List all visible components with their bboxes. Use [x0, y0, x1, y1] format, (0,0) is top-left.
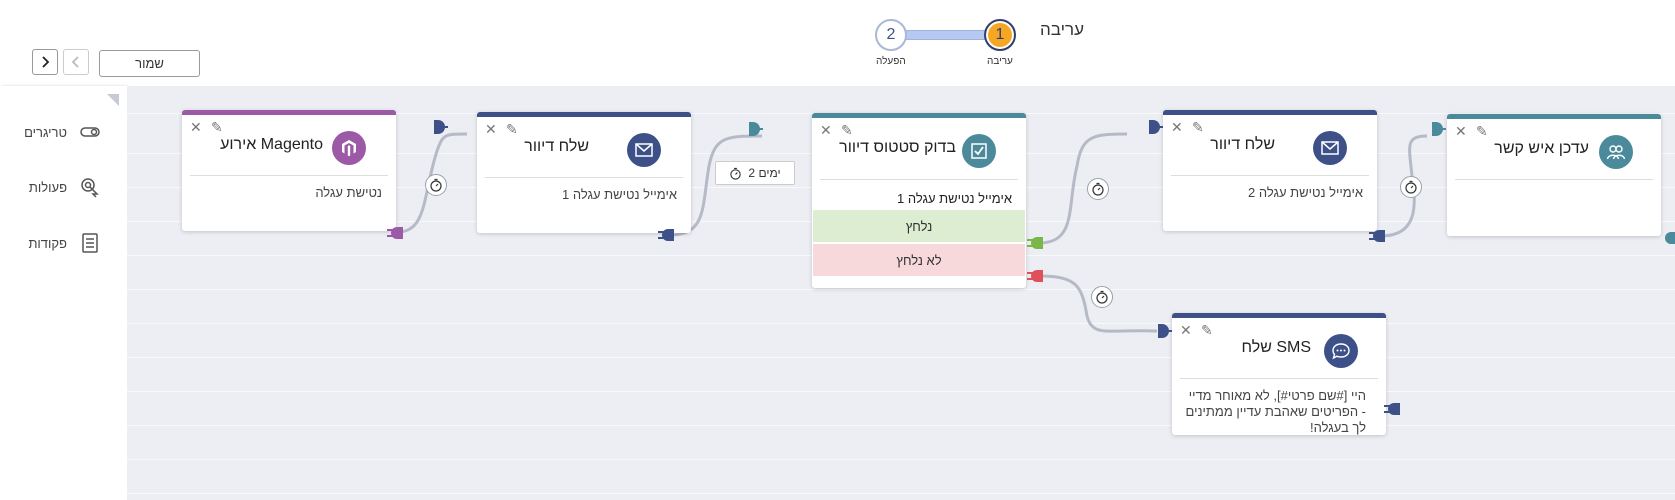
node-send-mail-1[interactable]: ✕ ✎ שלח דיוור אימייל נטישת עגלה 1	[477, 112, 691, 233]
input-plug-icon[interactable]	[1430, 121, 1446, 137]
input-plug-icon[interactable]	[1147, 119, 1163, 135]
close-icon[interactable]: ✕	[485, 121, 497, 137]
delay-duration-badge[interactable]: 2 ימים	[715, 161, 795, 185]
chevron-right-icon	[42, 56, 50, 68]
header-bar: עריבה 2 1 הפעלה עריבה שמור	[0, 0, 1675, 86]
wizard-step-1[interactable]: 1	[984, 19, 1016, 51]
wizard-step-2[interactable]: 2	[875, 19, 907, 51]
checklist-icon	[82, 233, 98, 253]
edit-pencil-icon[interactable]: ✎	[506, 121, 518, 137]
sidebar-item-commands[interactable]: פקודות	[0, 228, 127, 258]
wizard-step-1-label: עריבה	[987, 56, 1013, 67]
checkbox-icon	[962, 134, 996, 168]
node-magento-event[interactable]: ✕ ✎ אירוע Magento נטישת עגלה	[182, 110, 396, 231]
node-divider	[1455, 179, 1653, 180]
cursor-click-icon	[81, 178, 99, 198]
node-title: שלח דיוור	[524, 138, 589, 155]
edit-pencil-icon[interactable]: ✎	[1476, 123, 1488, 139]
input-plug-icon[interactable]	[432, 119, 448, 135]
output-plug-icon[interactable]	[1369, 228, 1387, 244]
toolbox-sidebar: טריגרים פעולות פקודות	[0, 86, 127, 500]
wizard-step-2-label: הפעלה	[876, 56, 906, 67]
edit-pencil-icon[interactable]: ✎	[1192, 119, 1204, 135]
node-divider	[820, 179, 1018, 180]
node-body-text: אימייל נטישת עגלה 2	[1248, 185, 1363, 200]
chat-bubble-icon	[1324, 334, 1358, 368]
output-plug-not-clicked-icon[interactable]	[1027, 268, 1045, 284]
output-plug-icon[interactable]	[1661, 230, 1675, 246]
envelope-icon	[1313, 131, 1347, 165]
node-body-text: אימייל נטישת עגלה 1	[897, 191, 1012, 206]
branch-not-clicked-label: לא נלחץ	[896, 252, 942, 268]
node-body-text: נטישת עגלה	[315, 185, 382, 200]
node-divider	[1180, 378, 1378, 379]
node-title: שלח SMS	[1241, 339, 1312, 356]
chevron-left-icon	[71, 56, 79, 68]
magento-logo-icon	[332, 131, 366, 165]
close-icon[interactable]: ✕	[1171, 119, 1183, 135]
node-send-mail-2[interactable]: ✕ ✎ שלח דיוור אימייל נטישת עגלה 2	[1163, 110, 1377, 231]
node-divider	[1171, 175, 1369, 176]
delay-timer-icon[interactable]	[1400, 176, 1422, 198]
node-body-text: אימייל נטישת עגלה 1	[562, 187, 677, 202]
output-plug-icon[interactable]	[1384, 401, 1402, 417]
workflow-canvas[interactable]: ✕ ✎ אירוע Magento נטישת עגלה ✕ ✎ שלח דיו…	[127, 86, 1675, 500]
node-title: בדוק סטטוס דיוור	[839, 139, 956, 156]
page-title: עריבה	[1040, 20, 1084, 39]
node-divider	[190, 175, 388, 176]
stopwatch-icon	[730, 167, 742, 180]
sidebar-item-triggers[interactable]: טריגרים	[0, 117, 127, 147]
node-color-bar	[812, 113, 1026, 118]
node-send-sms[interactable]: ✕ ✎ שלח SMS היי [#שם פרטי#], לא מאוחר מד…	[1172, 313, 1386, 435]
output-plug-icon[interactable]	[658, 227, 676, 243]
sidebar-item-label: פעולות	[28, 179, 67, 195]
close-icon[interactable]: ✕	[820, 122, 832, 138]
wizard-step-2-number: 2	[886, 26, 896, 43]
wizard-step-1-number: 1	[995, 26, 1005, 43]
contacts-icon	[1599, 135, 1633, 169]
node-color-bar	[182, 110, 396, 115]
node-check-mail-status[interactable]: ✕ ✎ בדוק סטטוס דיוור אימייל נטישת עגלה 1…	[812, 113, 1026, 288]
node-color-bar	[1172, 313, 1386, 318]
node-title: עדכן איש קשר	[1494, 140, 1589, 157]
toggle-icon	[80, 127, 100, 137]
nav-back-button[interactable]	[63, 49, 89, 75]
input-plug-icon[interactable]	[747, 121, 763, 137]
branch-not-clicked[interactable]: לא נלחץ	[813, 244, 1025, 276]
node-divider	[485, 177, 683, 178]
wizard-progress-line	[905, 30, 986, 40]
edit-pencil-icon[interactable]: ✎	[841, 122, 853, 138]
edit-pencil-icon[interactable]: ✎	[211, 119, 223, 135]
delay-timer-icon[interactable]	[1091, 286, 1113, 308]
output-plug-icon[interactable]	[387, 225, 405, 241]
branch-clicked-label: נלחץ	[905, 218, 933, 234]
nav-forward-button[interactable]	[32, 49, 58, 75]
delay-timer-icon[interactable]	[1087, 178, 1109, 200]
output-plug-clicked-icon[interactable]	[1027, 235, 1045, 251]
node-update-contact[interactable]: ✕ ✎ עדכן איש קשר	[1447, 114, 1661, 236]
close-icon[interactable]: ✕	[1180, 322, 1192, 338]
input-plug-icon[interactable]	[1156, 323, 1172, 339]
node-color-bar	[1447, 114, 1661, 119]
sidebar-item-label: פקודות	[28, 235, 67, 251]
delay-timer-icon[interactable]	[425, 174, 447, 196]
branch-clicked[interactable]: נלחץ	[813, 210, 1025, 242]
close-icon[interactable]: ✕	[1455, 123, 1467, 139]
node-title: אירוע Magento	[220, 136, 323, 153]
sidebar-collapse-corner[interactable]	[107, 94, 119, 106]
node-title: שלח דיוור	[1210, 136, 1275, 153]
sidebar-item-actions[interactable]: פעולות	[0, 172, 127, 202]
node-color-bar	[1163, 110, 1377, 115]
delay-duration-label: 2 ימים	[748, 166, 781, 180]
sidebar-item-label: טריגרים	[24, 124, 67, 140]
edit-pencil-icon[interactable]: ✎	[1201, 322, 1213, 338]
node-body-text: היי [#שם פרטי#], לא מאוחר מדיי - הפריטים…	[1185, 388, 1366, 435]
node-color-bar	[477, 112, 691, 117]
close-icon[interactable]: ✕	[190, 119, 202, 135]
save-button[interactable]: שמור	[99, 50, 200, 77]
envelope-icon	[627, 133, 661, 167]
